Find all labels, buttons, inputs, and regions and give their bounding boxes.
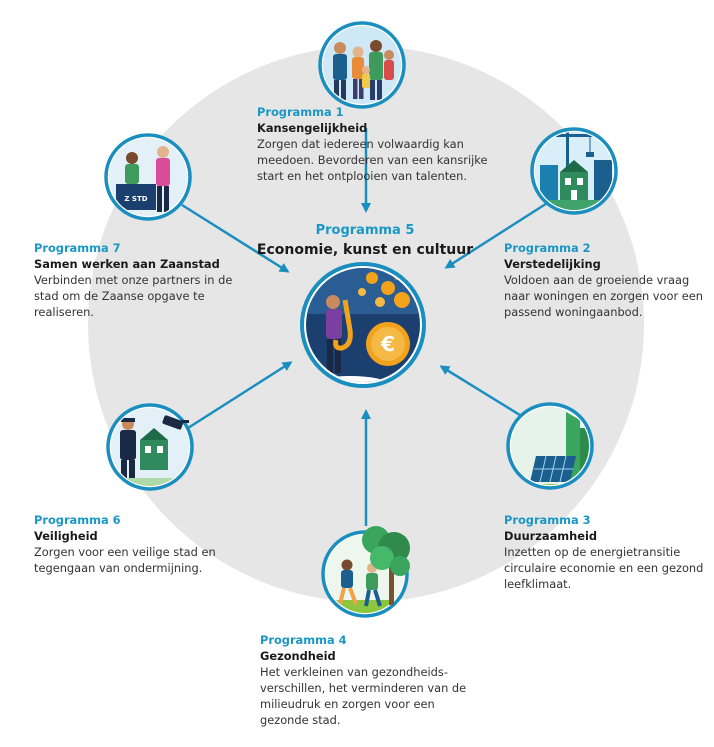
program-2-block: Programma 2 Verstedelijking Voldoen aan … (504, 240, 709, 320)
program-desc-line: Voldoen aan de groeiende vraag (504, 273, 690, 287)
program-number: Programma 4 (260, 633, 347, 647)
program-number: Programma 3 (504, 513, 591, 527)
center-program-text: Programma 5 Economie, kunst en cultuur (240, 222, 490, 260)
program-title: Samen werken aan Zaanstad (34, 257, 220, 271)
program-desc-line: naar woningen en zorgen voor een (504, 289, 704, 303)
program-desc-line: circulaire economie en een gezond (504, 561, 704, 575)
program-desc-line: tegengaan van ondermijning. (34, 561, 203, 575)
program-number: Programma 5 (315, 223, 415, 238)
program-desc-line: Het verkleinen van gezondheids- (260, 665, 448, 679)
program-desc-line: leefklimaat. (504, 577, 572, 591)
program-number: Programma 6 (34, 513, 121, 527)
arrow-p3 (439, 365, 529, 422)
program-desc-line: stad om de Zaanse opgave te (34, 289, 205, 303)
program-title: Kansengelijkheid (257, 121, 368, 135)
desk-sign: Z STD (124, 195, 147, 203)
program-title: Duurzaamheid (504, 529, 598, 543)
program-title: Verstedelijking (504, 257, 601, 271)
program-desc-line: Zorgen voor een veilige stad en (34, 545, 216, 559)
family-illustration (318, 21, 406, 109)
program-4-block: Programma 4 Gezondheid Het verkleinen va… (260, 632, 490, 728)
arrow-p2 (444, 198, 553, 269)
program-title: Economie, kunst en cultuur (256, 242, 474, 258)
program-3-block: Programma 3 Duurzaamheid Inzetten op de … (504, 512, 709, 592)
program-desc-line: Inzetten op de energietransitie (504, 545, 681, 559)
program-desc-line: verschillen, het verminderen van de (260, 681, 467, 695)
police-cctv-illustration (106, 403, 194, 491)
zaanstad-desk-illustration: Z STD (104, 133, 192, 221)
program-desc-line: gezonde stad. (260, 713, 341, 727)
program-title: Veiligheid (34, 529, 98, 543)
program-desc-line: passend woningaanbod. (504, 305, 643, 319)
program-number: Programma 2 (504, 241, 591, 255)
program-desc-line: Zorgen dat iedereen volwaardig kan (257, 137, 464, 151)
svg-text:€: € (380, 332, 395, 356)
program-number: Programma 7 (34, 241, 121, 255)
program-number: Programma 1 (257, 105, 344, 119)
program-1-block: Programma 1 Kansengelijkheid Zorgen dat … (257, 104, 497, 184)
program-desc-line: Verbinden met onze partners in de (34, 273, 233, 287)
program-7-block: Programma 7 Samen werken aan Zaanstad Ve… (34, 240, 244, 320)
program-desc-line: realiseren. (34, 305, 94, 319)
program-title: Gezondheid (260, 649, 336, 663)
housing-crane-illustration (530, 127, 618, 215)
solar-wind-illustration (506, 402, 594, 490)
program-desc-line: milieudruk en zorgen voor een (260, 697, 435, 711)
arrow-p6 (187, 361, 293, 430)
arrow-p7 (181, 203, 290, 273)
program-desc-line: meedoen. Bevorderen van een kansrijke (257, 153, 488, 167)
saxophone-coins-illustration: € (300, 262, 426, 388)
program-6-block: Programma 6 Veiligheid Zorgen voor een v… (34, 512, 234, 576)
people-tree-illustration (321, 526, 410, 618)
program-desc-line: start en het ontplooien van talenten. (257, 169, 468, 183)
